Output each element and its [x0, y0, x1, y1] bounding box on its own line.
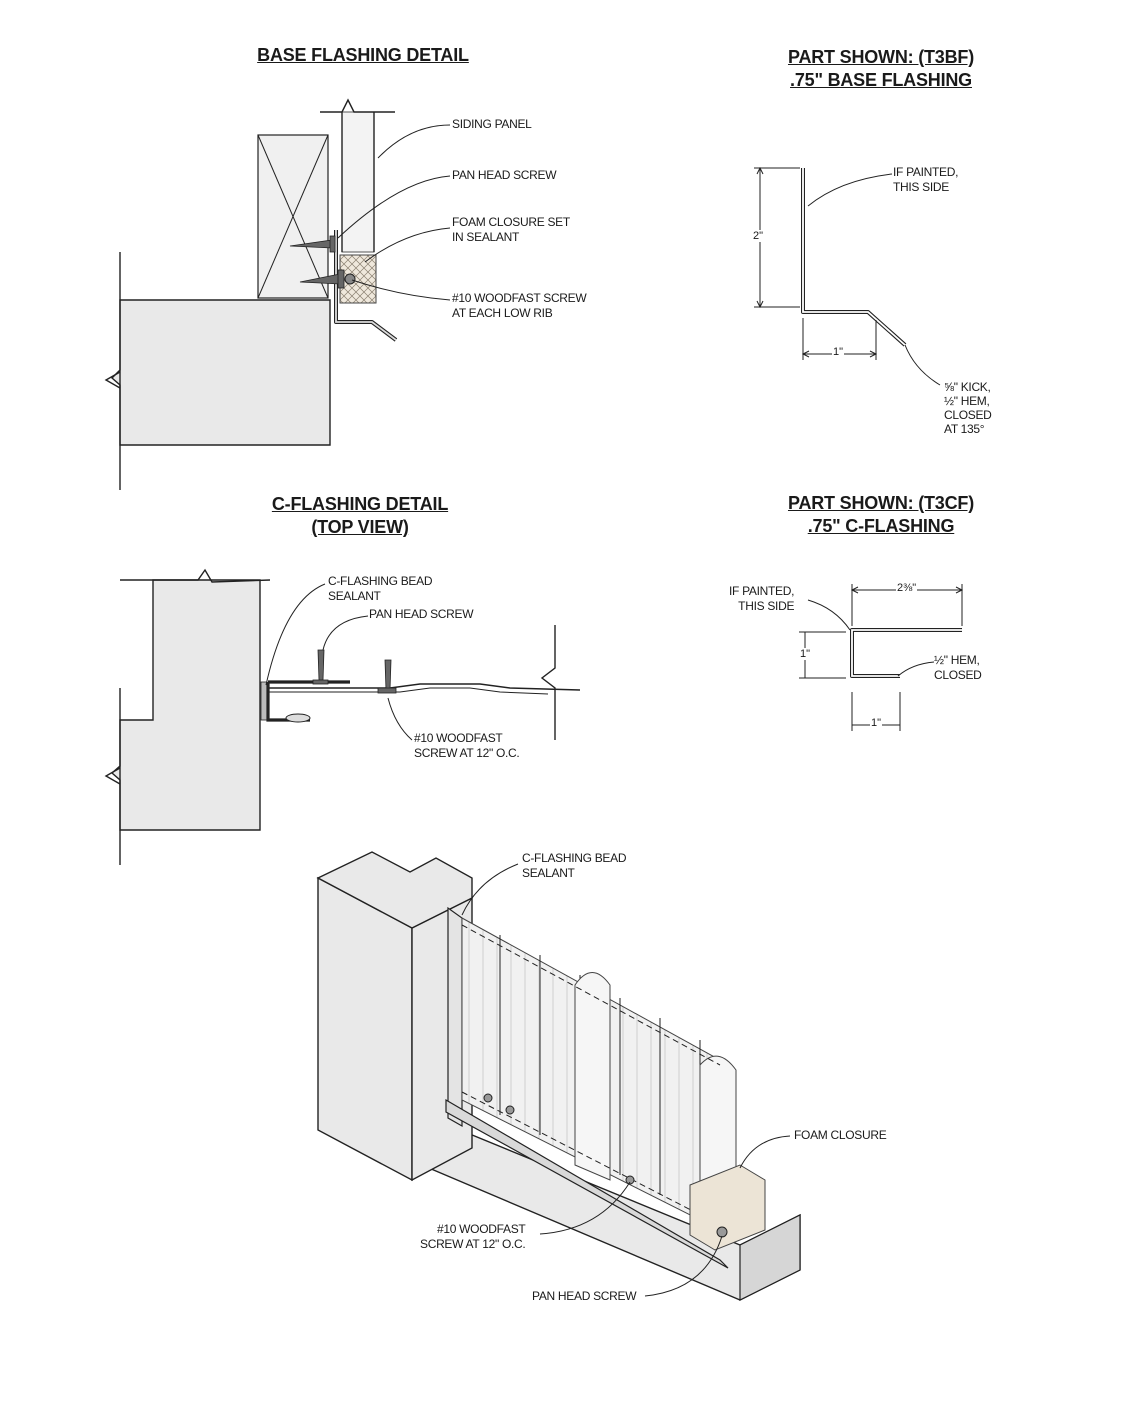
callout-pan-head-screw: PAN HEAD SCREW	[452, 168, 557, 183]
base-part-width-dimension: 1"	[832, 346, 845, 358]
base-flashing-detail-drawing	[104, 98, 451, 490]
callout-foam-closure: FOAM CLOSURE SET IN SEALANT	[452, 215, 570, 245]
c-flashing-part-title-line2: .75" C-FLASHING	[807, 516, 955, 536]
callout-c-hem: ½" HEM, CLOSED	[934, 653, 982, 683]
callout-iso-foam-closure: FOAM CLOSURE	[794, 1128, 887, 1143]
c-part-bottom-dimension: 1"	[870, 717, 883, 729]
callout-foam-closure-line1: FOAM CLOSURE SET	[452, 215, 570, 229]
callout-iso-woodfast-screw: #10 WOODFAST SCREW AT 12" O.C.	[420, 1222, 526, 1252]
foam-closure-iso	[689, 1164, 766, 1251]
base-flashing-part-title-line1: PART SHOWN: (T3BF)	[787, 47, 975, 67]
c-flashing-part-title: PART SHOWN: (T3CF) .75" C-FLASHING	[776, 492, 986, 538]
callout-iso-woodfast-screw-line1: #10 WOODFAST	[437, 1222, 526, 1236]
callout-base-if-painted-line1: IF PAINTED,	[893, 165, 959, 179]
callout-iso-foam-closure-line1: FOAM CLOSURE	[794, 1128, 887, 1142]
callout-c-woodfast-screw: #10 WOODFAST SCREW AT 12" O.C.	[414, 731, 520, 761]
woodfast-screw-top	[377, 659, 397, 694]
callout-iso-pan-head-screw: PAN HEAD SCREW	[532, 1289, 637, 1304]
base-flashing-part-title-line2: .75" BASE FLASHING	[790, 70, 972, 90]
concrete-column-iso	[317, 876, 413, 1182]
callout-woodfast-screw-line1: #10 WOODFAST SCREW	[452, 291, 587, 305]
callout-kick-hem: ⅝" KICK, ½" HEM, CLOSED AT 135°	[944, 380, 992, 436]
callout-c-bead-sealant: C-FLASHING BEAD SEALANT	[328, 574, 432, 604]
c-flashing-detail-drawing	[104, 568, 581, 865]
c-flashing-part-title-line1: PART SHOWN: (T3CF)	[787, 493, 975, 513]
base-flashing-detail-title: BASE FLASHING DETAIL	[252, 44, 474, 67]
siding-panel-top-view	[268, 683, 581, 691]
pan-head-screw	[289, 235, 336, 253]
callout-c-if-painted-line1: IF PAINTED,	[729, 584, 795, 598]
callout-c-if-painted-line2: THIS SIDE	[738, 599, 795, 613]
base-flashing-iso	[445, 1098, 729, 1269]
callout-woodfast-screw: #10 WOODFAST SCREW AT EACH LOW RIB	[452, 291, 587, 321]
callout-c-hem-line2: CLOSED	[934, 668, 982, 682]
callout-c-hem-line1: ½" HEM,	[934, 653, 980, 667]
callout-woodfast-screw-line2: AT EACH LOW RIB	[452, 306, 553, 320]
callout-foam-closure-line2: IN SEALANT	[452, 230, 520, 244]
pan-head-screw-top	[312, 649, 329, 685]
callout-iso-bead-sealant: C-FLASHING BEAD SEALANT	[522, 851, 626, 881]
c-flashing-detail-title-line2: (TOP VIEW)	[311, 517, 409, 537]
woodfast-screw	[299, 269, 356, 289]
callout-iso-bead-sealant-line2: SEALANT	[522, 866, 575, 880]
base-part-height-dimension: 2"	[752, 230, 765, 242]
callout-iso-pan-head-screw-line1: PAN HEAD SCREW	[532, 1289, 637, 1303]
c-flashing-detail-title: C-FLASHING DETAIL (TOP VIEW)	[252, 493, 468, 539]
isometric-assembly-drawing	[316, 851, 801, 1301]
callout-pan-head-screw-line1: PAN HEAD SCREW	[452, 168, 557, 182]
callout-c-bead-sealant-line2: SEALANT	[328, 589, 381, 603]
callout-c-bead-sealant-line1: C-FLASHING BEAD	[328, 574, 433, 588]
c-flashing-detail-title-line1: C-FLASHING DETAIL	[271, 494, 449, 514]
callout-c-if-painted: IF PAINTED, THIS SIDE	[729, 584, 794, 614]
callout-base-if-painted: IF PAINTED, THIS SIDE	[893, 165, 958, 195]
c-part-top-dimension: 2⅜"	[896, 582, 918, 594]
base-flashing-part-drawing	[754, 166, 941, 386]
siding-panel	[341, 111, 375, 253]
callout-kick-hem-line2: ½" HEM,	[944, 394, 990, 408]
c-part-height-dimension: 1"	[799, 648, 812, 660]
callout-c-woodfast-screw-line2: SCREW AT 12" O.C.	[414, 746, 520, 760]
base-flashing-part-title: PART SHOWN: (T3BF) .75" BASE FLASHING	[776, 46, 986, 92]
callout-base-if-painted-line2: THIS SIDE	[893, 180, 949, 194]
c-flashing-iso	[447, 906, 463, 1128]
base-flashing-detail-title-text: BASE FLASHING DETAIL	[257, 45, 469, 65]
callout-c-pan-head-screw-line1: PAN HEAD SCREW	[369, 607, 474, 621]
callout-iso-woodfast-screw-line2: SCREW AT 12" O.C.	[420, 1237, 526, 1251]
callout-kick-hem-line4: AT 135°	[944, 422, 985, 436]
callout-siding-panel: SIDING PANEL	[452, 117, 532, 132]
concrete-wall-top-view	[110, 579, 261, 831]
callout-siding-panel-line1: SIDING PANEL	[452, 117, 532, 131]
concrete-foundation	[110, 299, 331, 446]
callout-c-pan-head-screw: PAN HEAD SCREW	[369, 607, 474, 622]
callout-kick-hem-line3: CLOSED	[944, 408, 992, 422]
base-flashing-part-profile	[801, 168, 907, 347]
callout-c-woodfast-screw-line1: #10 WOODFAST	[414, 731, 503, 745]
sealant-bead	[260, 681, 268, 721]
callout-iso-bead-sealant-line1: C-FLASHING BEAD	[522, 851, 627, 865]
c-flashing-part-drawing	[799, 584, 964, 731]
callout-kick-hem-line1: ⅝" KICK,	[944, 380, 991, 394]
